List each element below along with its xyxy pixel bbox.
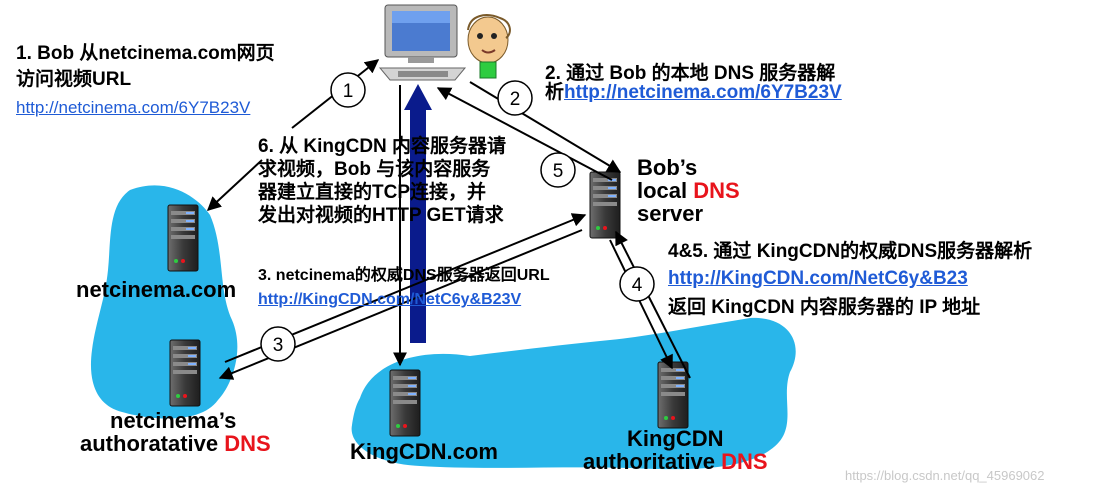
step1-title-2: 访问视频URL [16, 69, 132, 90]
svg-text:1: 1 [343, 81, 354, 102]
netcinema-server-icon [167, 204, 199, 272]
local-dns-label-2: local DNS [637, 178, 740, 203]
netcinema-dns-label-2: authoratative DNS [80, 431, 271, 456]
step-circle-1: 1 [330, 72, 366, 108]
step2-prefix: 析 [545, 82, 565, 103]
step1-title: 1. Bob 从netcinema.com网页 [16, 43, 275, 64]
svg-text:4: 4 [632, 275, 643, 296]
arrow-4-back [615, 230, 691, 379]
step2-url-link[interactable]: http://netcinema.com/6Y7B23V [564, 82, 842, 103]
kingcdn-label: KingCDN.com [350, 439, 498, 464]
step-circle-2: 2 [497, 80, 533, 116]
step6-line-1: 6. 从 KingCDN 内容服务器请 [258, 136, 507, 157]
arrow-netcinema-to-bob [206, 159, 263, 211]
arrow-4-out [609, 239, 673, 370]
arrow-5 [436, 87, 613, 181]
kingcdn-dns-label-1: KingCDN [627, 426, 724, 451]
svg-text:2: 2 [510, 89, 521, 110]
kingcdn-dns-server-icon [657, 361, 689, 429]
kingcdn-dns-label-2: authoritative DNS [583, 449, 768, 474]
step6-line-2: 求视频，Bob 与该内容服务 [258, 159, 491, 180]
step-circle-4: 4 [619, 266, 655, 302]
step45-title: 4&5. 通过 KingCDN的权威DNS服务器解析 [668, 241, 1033, 262]
kingcdn-cloud [351, 317, 796, 470]
svg-text:3: 3 [273, 335, 284, 356]
step45-line-3: 返回 KingCDN 内容服务器的 IP 地址 [668, 297, 981, 318]
local-dns-label-3: server [637, 201, 704, 226]
local-dns-server-icon [589, 171, 621, 239]
step6-line-4: 发出对视频的HTTP GET请求 [258, 205, 504, 226]
local-dns-label-1: Bob’s [637, 155, 698, 180]
bob-person-icon [467, 14, 511, 79]
computer-icon [378, 4, 467, 81]
netcinema-cloud [90, 185, 238, 419]
step45-url-link[interactable]: http://KingCDN.com/NetC6y&B23 [668, 268, 968, 289]
step2-title: 2. 通过 Bob 的本地 DNS 服务器解 [545, 63, 836, 84]
netcinema-dns-server-icon [169, 339, 201, 407]
step1-url-link[interactable]: http://netcinema.com/6Y7B23V [16, 98, 251, 117]
netcinema-dns-label-1: netcinema’s [110, 408, 237, 433]
step3-url-link[interactable]: http://KingCDN.com/NetC6y&B23V [258, 291, 522, 308]
step-circle-3: 3 [260, 326, 296, 362]
step-circle-5: 5 [540, 152, 576, 188]
svg-text:5: 5 [553, 161, 564, 182]
arrow-2 [469, 81, 622, 173]
netcinema-label: netcinema.com [76, 277, 237, 302]
step3-title: 3. netcinema的权威DNS服务器返回URL [258, 267, 550, 284]
kingcdn-server-icon [389, 369, 421, 437]
watermark: https://blog.csdn.net/qq_45969062 [845, 468, 1045, 483]
step6-line-3: 器建立直接的TCP连接，并 [258, 182, 487, 203]
